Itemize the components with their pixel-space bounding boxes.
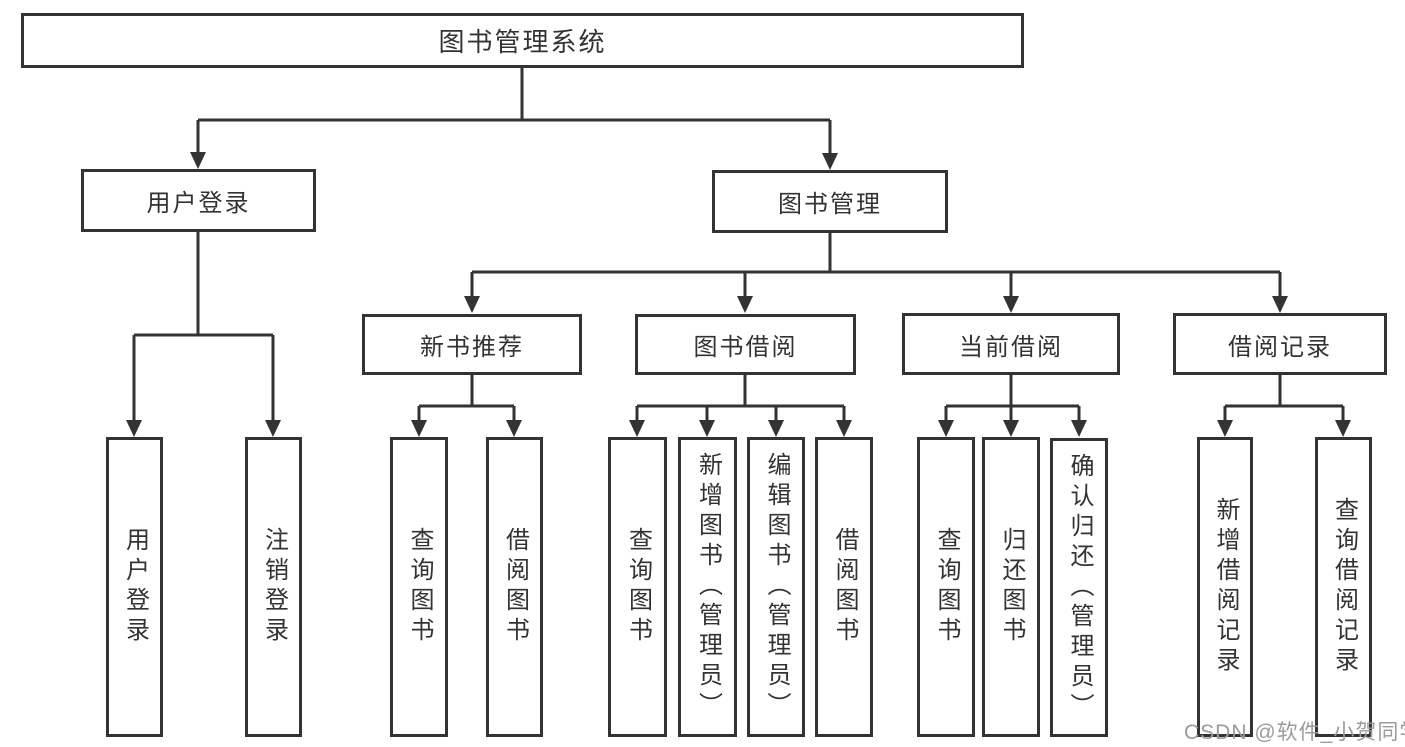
arrowhead	[411, 420, 427, 437]
node-root-label: 图书管理系统	[438, 27, 607, 57]
leaf-logout: 注销登录	[245, 437, 302, 737]
node-book-borrow-label: 图书借阅	[693, 334, 798, 361]
arrowhead	[126, 420, 142, 437]
leaf-records-add-label: 新增借阅记录	[1212, 497, 1239, 677]
node-current-borrow-label: 当前借阅	[959, 333, 1063, 361]
arrowhead	[1335, 420, 1351, 437]
leaf-borrow-add: 新增图书（管理员）	[678, 437, 737, 737]
arrowhead	[737, 296, 753, 313]
leaf-borrow-edit-label: 编辑图书（管理员）	[763, 452, 790, 722]
arrowhead	[1071, 420, 1087, 437]
arrowhead	[464, 296, 480, 313]
leaf-borrow-borrow: 借阅图书	[815, 437, 873, 737]
arrowhead	[822, 153, 838, 170]
arrowhead	[1003, 296, 1019, 313]
arrowhead	[836, 420, 852, 437]
leaf-borrow-query-label: 查询图书	[624, 527, 652, 647]
leaf-borrow-add-label: 新增图书（管理员）	[694, 452, 722, 722]
leaf-newbook-query-label: 查询图书	[406, 527, 433, 647]
leaf-user-login-label: 用户登录	[121, 527, 149, 647]
leaf-logout-label: 注销登录	[260, 527, 288, 647]
arrowhead	[938, 420, 954, 437]
arrowhead	[190, 152, 206, 169]
arrowhead	[265, 420, 281, 437]
leaf-borrow-query: 查询图书	[608, 437, 667, 737]
node-current-borrow: 当前借阅	[902, 313, 1120, 375]
leaf-newbook-borrow: 借阅图书	[486, 437, 543, 737]
node-book-management-label: 图书管理	[778, 191, 882, 218]
csdn-watermark: CSDN @软件_小贺同学	[1184, 721, 1405, 744]
leaf-user-login: 用户登录	[106, 437, 163, 737]
node-root: 图书管理系统	[21, 13, 1024, 68]
node-book-borrow: 图书借阅	[635, 314, 856, 375]
leaf-borrow-borrow-label: 借阅图书	[831, 527, 858, 647]
leaf-current-confirm-return-label: 确认归还（管理员）	[1066, 452, 1093, 723]
leaf-current-confirm-return: 确认归还（管理员）	[1050, 438, 1108, 737]
leaf-newbook-borrow-label: 借阅图书	[501, 527, 529, 647]
leaf-current-query: 查询图书	[917, 437, 975, 737]
node-borrow-records-label: 借阅记录	[1228, 333, 1332, 361]
arrowhead	[768, 420, 784, 437]
node-user-login: 用户登录	[81, 169, 316, 232]
arrowhead	[506, 420, 522, 437]
leaf-newbook-query: 查询图书	[390, 437, 448, 737]
node-new-book-recommend-label: 新书推荐	[420, 334, 524, 361]
leaf-current-return: 归还图书	[982, 437, 1040, 737]
leaf-records-query: 查询借阅记录	[1315, 437, 1372, 737]
node-user-login-label: 用户登录	[146, 190, 251, 217]
arrowhead	[1217, 420, 1233, 437]
arrowhead	[629, 420, 645, 437]
node-new-book-recommend: 新书推荐	[362, 314, 582, 375]
arrowhead	[1003, 420, 1019, 437]
leaf-current-return-label: 归还图书	[998, 527, 1025, 647]
arrowhead	[699, 420, 715, 437]
leaf-borrow-edit: 编辑图书（管理员）	[747, 437, 805, 737]
node-borrow-records: 借阅记录	[1173, 313, 1387, 375]
node-book-management: 图书管理	[712, 170, 948, 233]
arrowhead	[1272, 296, 1288, 313]
leaf-current-query-label: 查询图书	[933, 527, 960, 647]
leaf-records-query-label: 查询借阅记录	[1330, 497, 1358, 677]
leaf-records-add: 新增借阅记录	[1197, 437, 1253, 737]
